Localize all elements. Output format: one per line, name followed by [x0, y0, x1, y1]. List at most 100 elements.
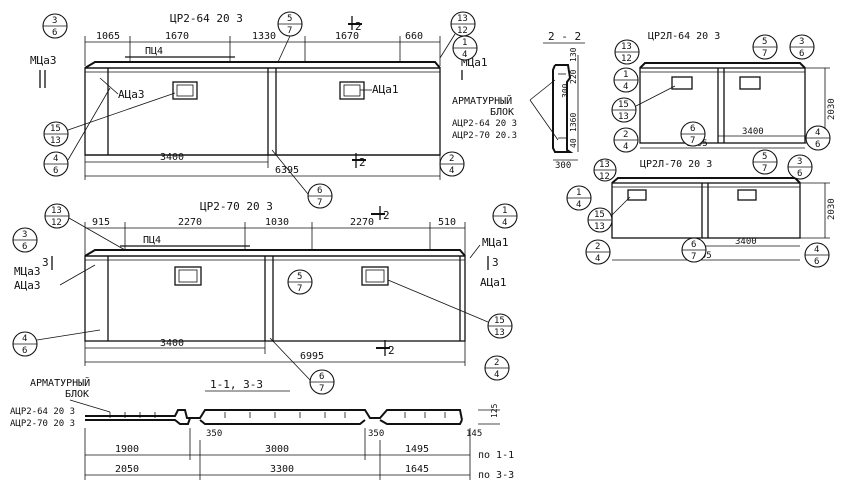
panel-a-label-mcha3: МЦа3: [30, 54, 57, 67]
panel-b-section-3-right: 3: [492, 256, 499, 269]
svg-text:4: 4: [494, 370, 499, 380]
svg-text:13: 13: [594, 222, 605, 232]
panel-b-bubble-4: 5 7: [287, 269, 313, 295]
section-1-1: 1-1, 3-3 350 350 145 125: [84, 378, 514, 481]
svg-text:13: 13: [51, 206, 62, 216]
svg-text:13: 13: [618, 112, 629, 122]
section-11-row2-label: по 3-3: [478, 470, 514, 481]
svg-text:7: 7: [762, 164, 767, 174]
svg-text:4: 4: [576, 200, 581, 210]
panel-a-bubble-8: 2 4: [439, 151, 465, 177]
panel-b-title: ЦР2-70 20 3: [200, 200, 273, 213]
panel-b-section-3-left: 3: [42, 256, 49, 269]
section-22-block-item2: АЦР2-70 20.3: [452, 131, 517, 141]
panel-d: ЦР2Л-70 20 3 2030 3400 6995 13 12 5 7: [566, 149, 837, 268]
svg-text:2: 2: [623, 130, 628, 140]
svg-text:4: 4: [623, 142, 628, 152]
panel-b-rib-label: ПЦ4: [143, 235, 161, 246]
section-22-dim-5: 40: [569, 138, 578, 148]
svg-text:15: 15: [50, 124, 61, 134]
svg-text:6: 6: [53, 166, 58, 176]
svg-text:5: 5: [762, 37, 767, 47]
svg-text:6: 6: [52, 28, 57, 38]
panel-b-dim-3: 1030: [265, 217, 289, 228]
svg-text:12: 12: [457, 26, 468, 36]
panel-b-bubble-6: 15 13: [387, 279, 513, 339]
panel-a-dim-3: 1330: [252, 31, 276, 42]
panel-a-bubble-4: 1 4: [452, 35, 478, 61]
section-11-dim-145: 145: [466, 429, 482, 439]
svg-text:4: 4: [22, 334, 27, 344]
svg-text:7: 7: [319, 384, 324, 394]
svg-text:7: 7: [297, 284, 302, 294]
svg-text:13: 13: [457, 14, 468, 24]
section-11-row2-c: 1645: [405, 464, 429, 475]
svg-text:5: 5: [297, 272, 302, 282]
svg-text:7: 7: [691, 252, 696, 262]
svg-text:6: 6: [691, 240, 696, 250]
panel-b-dim-1: 915: [92, 217, 110, 228]
armature-title-2: БЛОК: [65, 389, 89, 400]
svg-text:4: 4: [815, 128, 820, 138]
svg-text:1: 1: [462, 38, 467, 48]
panel-a-dim-1: 1065: [96, 31, 120, 42]
svg-text:15: 15: [494, 316, 505, 326]
svg-text:1: 1: [623, 70, 628, 80]
armature-item-2: АЦР2-70 20 3: [10, 419, 75, 429]
panel-a-rib-label: ПЦ4: [145, 46, 163, 57]
panel-a-bubble-3: 13 12: [439, 11, 476, 59]
section-11-dim-350-left: 350: [206, 429, 222, 439]
svg-text:5: 5: [287, 14, 292, 24]
svg-text:3: 3: [52, 16, 57, 26]
panel-a-label-acha3: АЦа3: [118, 88, 145, 101]
panel-c-bubble-1: 13 12: [614, 39, 640, 65]
svg-text:12: 12: [51, 218, 62, 228]
svg-text:4: 4: [449, 166, 454, 176]
svg-text:13: 13: [50, 136, 61, 146]
svg-text:5: 5: [762, 152, 767, 162]
panel-b-label-mcha1: МЦа1: [482, 236, 509, 249]
section-11-dim-125: 125: [490, 403, 499, 418]
panel-b-dim-total: 6995: [300, 351, 324, 362]
svg-text:6: 6: [690, 124, 695, 134]
section-22-dim-4: 1360: [569, 113, 578, 132]
svg-text:3: 3: [22, 230, 27, 240]
panel-a-dim-4: 1670: [335, 31, 359, 42]
svg-text:4: 4: [595, 254, 600, 264]
panel-a-bubble-2: 5 7: [277, 11, 303, 63]
section-22-block-item1: АЦР2-64 20 3: [452, 119, 517, 129]
panel-c-title: ЦР2Л-64 20 3: [648, 31, 720, 42]
panel-b-label-mcha3: МЦа3: [14, 265, 41, 278]
svg-text:4: 4: [462, 50, 467, 60]
svg-text:2: 2: [494, 358, 499, 368]
section-11-row1-c: 1495: [405, 444, 429, 455]
svg-text:2: 2: [595, 242, 600, 252]
panel-d-bubble-3: 3 6: [787, 154, 813, 180]
svg-text:13: 13: [599, 160, 610, 170]
svg-text:13: 13: [621, 42, 632, 52]
svg-text:6: 6: [815, 140, 820, 150]
panel-d-dim-3400: 3400: [735, 237, 757, 247]
svg-text:6: 6: [799, 49, 804, 59]
svg-text:6: 6: [319, 372, 324, 382]
svg-text:4: 4: [53, 154, 58, 164]
panel-a-title: ЦР2-64 20 3: [170, 12, 243, 25]
panel-b-dim-5: 510: [438, 217, 456, 228]
panel-b-section-bottom: 2: [388, 344, 395, 357]
panel-b-bubble-2: 3 6: [12, 227, 38, 253]
panel-a-dim-2: 1670: [165, 31, 189, 42]
svg-text:3: 3: [797, 157, 802, 167]
panel-c: ЦР2Л-64 20 3 2030 3400 6395 13 12 5 7: [611, 31, 837, 153]
panel-d-dim-height: 2030: [827, 198, 837, 220]
section-22-dim-6: 300: [555, 161, 571, 171]
svg-text:4: 4: [814, 245, 819, 255]
svg-text:7: 7: [317, 198, 322, 208]
svg-text:15: 15: [618, 100, 629, 110]
section-2-2: 2 - 2 130 220 300 1360 40 300 АРМАТУРНЫЙ…: [452, 30, 585, 171]
panel-a-dim-5: 660: [405, 31, 423, 42]
svg-text:12: 12: [599, 172, 610, 182]
panel-a-dim-3400: 3400: [160, 152, 184, 163]
panel-a-bubble-1: 3 6: [42, 13, 68, 39]
panel-d-bubble-4: 1 4: [566, 185, 592, 211]
